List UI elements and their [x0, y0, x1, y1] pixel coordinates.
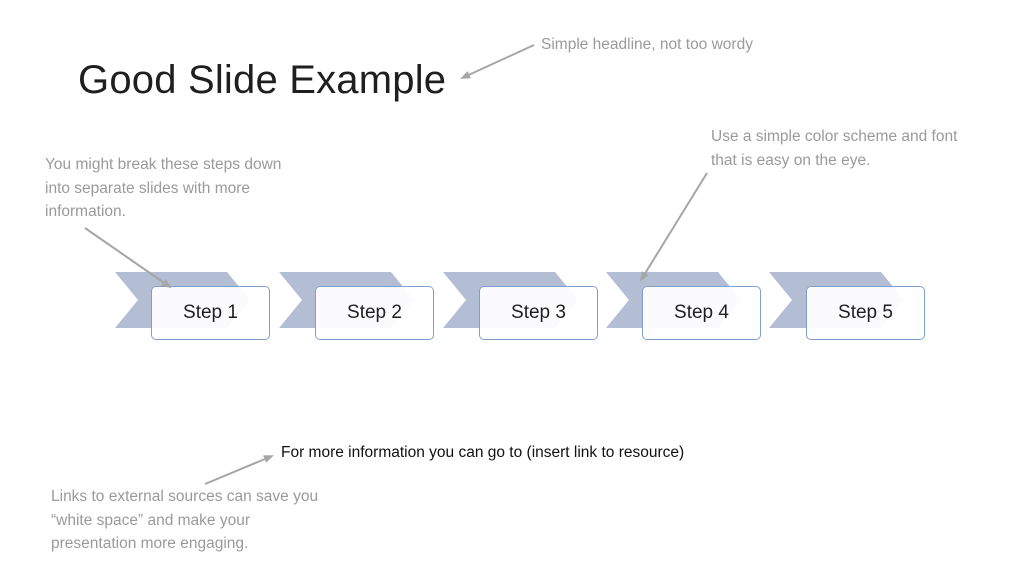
- step-1-box: Step 1: [151, 286, 270, 340]
- step-2-label: Step 2: [347, 302, 402, 323]
- step-5-label: Step 5: [838, 302, 893, 323]
- slide-title: Good Slide Example: [78, 58, 447, 102]
- more-info-link[interactable]: For more information you can go to (inse…: [281, 444, 685, 461]
- headline-arrow: [460, 44, 535, 79]
- step-3-box: Step 3: [479, 286, 598, 340]
- headline-note: Simple headline, not too wordy: [541, 36, 753, 53]
- steps-arrow: [84, 227, 172, 289]
- step-5-box: Step 5: [806, 286, 925, 340]
- step-4-label: Step 4: [674, 302, 729, 323]
- color-arrow: [639, 172, 708, 282]
- link-arrow: [204, 455, 274, 485]
- step-1-label: Step 1: [183, 302, 238, 323]
- links-note: Links to external sources can save you “…: [51, 488, 319, 552]
- steps-note: You might break these steps down into se…: [45, 156, 282, 220]
- step-2-box: Step 2: [315, 286, 434, 340]
- color-scheme-note: Use a simple color scheme and font that …: [711, 128, 958, 169]
- step-3-label: Step 3: [511, 302, 566, 323]
- step-4-box: Step 4: [642, 286, 761, 340]
